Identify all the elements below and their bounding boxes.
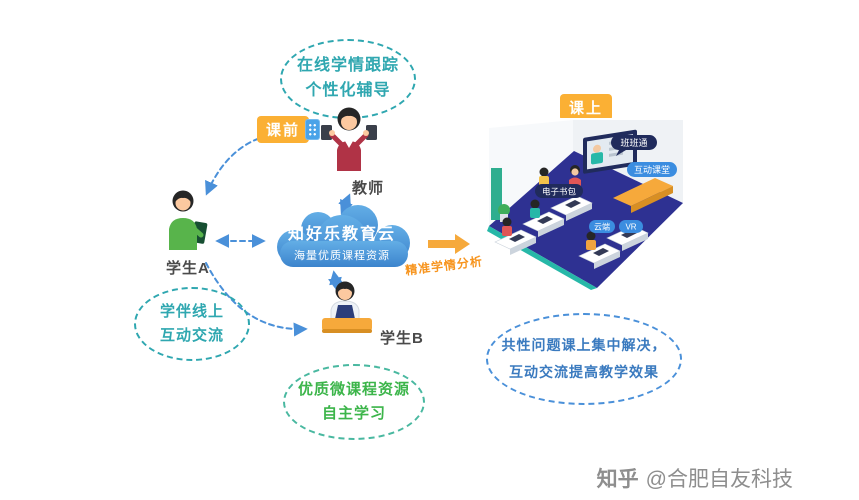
classroom-door bbox=[491, 168, 502, 220]
watermark-handle: @合肥自友科技 bbox=[645, 468, 793, 491]
watermark-brand: 知乎 bbox=[596, 468, 639, 491]
device-dots bbox=[308, 123, 317, 136]
tablet-device-icon bbox=[305, 119, 320, 140]
student-a-bangs bbox=[175, 194, 191, 202]
classroom-wall-left bbox=[489, 120, 573, 226]
callout-interactive-class: 互动课堂 bbox=[627, 162, 677, 177]
teacher-tablet-right bbox=[366, 125, 377, 140]
cloud-subtitle: 海量优质课程资源 bbox=[294, 249, 390, 262]
watermark: 知乎 @合肥自友科技 bbox=[597, 463, 793, 493]
classroom-students bbox=[502, 167, 596, 250]
classroom-floor bbox=[489, 151, 683, 288]
student-b-desk-shadow bbox=[322, 329, 372, 333]
teacher-tablet-left bbox=[321, 125, 332, 140]
bubble-outcome-line1: 共性问题课上集中解决， bbox=[501, 337, 667, 354]
teacher-collar bbox=[345, 141, 353, 148]
callout-vr: VR bbox=[619, 220, 643, 233]
callout-banbantong: 班班通 bbox=[611, 135, 657, 156]
bubble-class-outcome: 共性问题课上集中解决， 互动交流提高教学效果 bbox=[486, 313, 682, 405]
teacher-hand-right bbox=[363, 130, 369, 136]
bubble-peer-interaction: 学伴线上 互动交流 bbox=[134, 287, 250, 361]
student-b-figure bbox=[318, 280, 376, 338]
plant bbox=[498, 204, 510, 216]
bubble-micro-line1: 优质微课程资源 bbox=[297, 381, 410, 398]
education-cloud: 知好乐教育云 海量优质课程资源 bbox=[260, 199, 424, 275]
callout-cloud-label: 云端 bbox=[594, 222, 610, 232]
bubble-online-tracking-line1: 在线学情跟踪 bbox=[296, 57, 399, 75]
teacher-bench bbox=[613, 178, 673, 213]
callout-vr-label: VR bbox=[625, 223, 636, 232]
teacher-hand-left bbox=[329, 130, 335, 136]
student-b-laptop bbox=[335, 305, 355, 319]
cloud-title: 知好乐教育云 bbox=[287, 225, 396, 243]
student-a-body bbox=[169, 218, 197, 250]
bubble-micro-course: 优质微课程资源 自主学习 bbox=[283, 364, 425, 440]
flow-arrow bbox=[428, 234, 470, 254]
stage-tag-in-class: 课上 bbox=[560, 94, 613, 121]
cloud-shape bbox=[277, 205, 410, 267]
student-b-face bbox=[338, 286, 352, 300]
teacher-body bbox=[337, 141, 361, 171]
teacher-bangs bbox=[340, 111, 358, 120]
callout-ebag-label: 电子书包 bbox=[542, 187, 577, 197]
teacher-figure bbox=[320, 105, 378, 171]
cloud-text: 知好乐教育云 海量优质课程资源 bbox=[260, 199, 424, 275]
classroom-scene: 班班通 互动课堂 电子书包 云端 VR bbox=[487, 118, 685, 290]
student-a-arm bbox=[190, 225, 204, 238]
callout-banbantong-label: 班班通 bbox=[620, 137, 647, 148]
teacher-face bbox=[341, 114, 357, 130]
callout-cloud: 云端 bbox=[589, 220, 615, 233]
classroom-callouts: 班班通 互动课堂 电子书包 云端 VR bbox=[535, 135, 677, 233]
teacher-label: 教师 bbox=[352, 180, 385, 197]
callout-interactive-class-label: 互动课堂 bbox=[634, 164, 670, 175]
bubble-micro-line2: 自主学习 bbox=[321, 405, 386, 422]
bubble-peer-line2: 互动交流 bbox=[159, 327, 224, 344]
stage-tag-before-class: 课前 bbox=[257, 116, 310, 143]
plant-pot bbox=[500, 214, 508, 222]
bubble-peer-line1: 学伴线上 bbox=[159, 303, 224, 320]
callout-ebag: 电子书包 bbox=[535, 184, 583, 198]
student-a-label: 学生A bbox=[166, 260, 210, 277]
student-b-label: 学生B bbox=[380, 330, 424, 347]
student-b-desk bbox=[322, 318, 372, 331]
student-desks bbox=[494, 195, 649, 269]
bubble-online-tracking-line2: 个性化辅导 bbox=[305, 82, 391, 99]
bubble-outcome-line2: 互动交流提高教学效果 bbox=[509, 364, 659, 380]
student-a-face bbox=[175, 195, 191, 211]
student-b-bangs bbox=[338, 285, 352, 292]
student-a-figure bbox=[160, 188, 212, 250]
